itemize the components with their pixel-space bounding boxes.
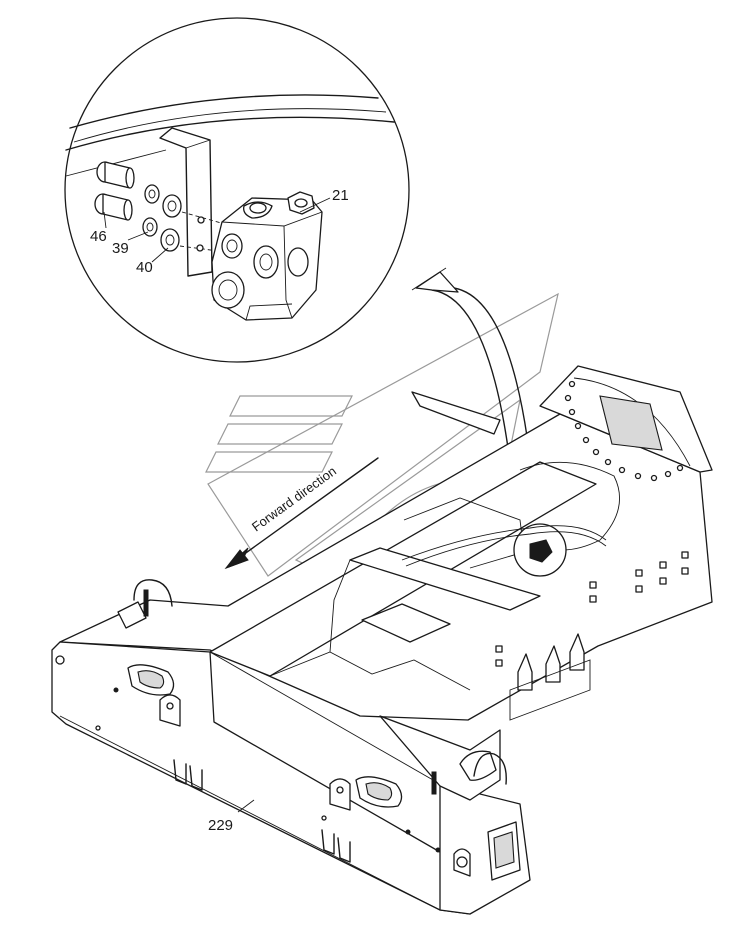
ring-bolt-holes <box>564 380 684 482</box>
callout-21: 21 <box>332 187 349 204</box>
bolt-46 <box>94 161 135 221</box>
forward-direction-arrow <box>224 457 379 570</box>
lock-washer-39 <box>142 184 160 237</box>
detail-magnifier <box>64 17 410 363</box>
flat-washer-40 <box>160 194 182 252</box>
callout-40: 40 <box>136 259 153 276</box>
frame-assembly <box>51 365 713 915</box>
side-mount-holes <box>495 551 689 667</box>
callout-39: 39 <box>112 240 129 257</box>
forward-direction-label: Forward direction <box>249 463 339 534</box>
callout-46: 46 <box>90 228 107 245</box>
valve-21 <box>211 191 323 321</box>
leader-229 <box>237 799 255 813</box>
callout-229: 229 <box>208 817 233 834</box>
